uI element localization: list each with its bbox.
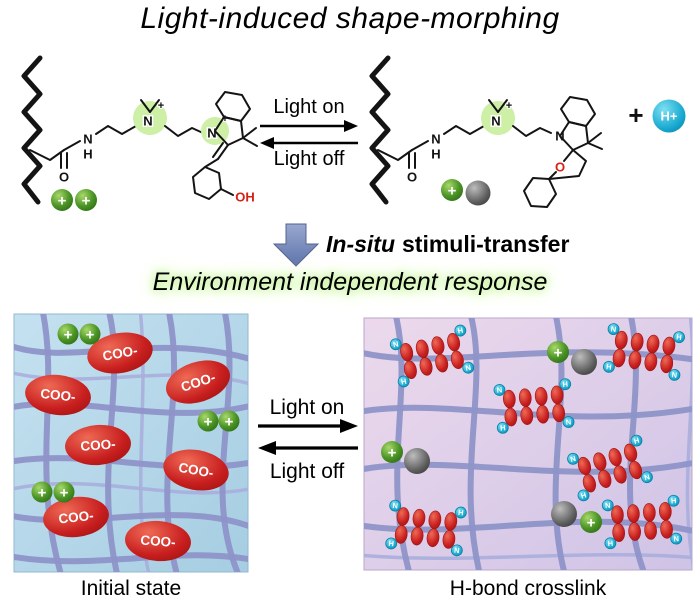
charge-pair: + +	[51, 189, 97, 211]
subtitle: Environment independent response	[152, 268, 548, 296]
svg-text:COO-: COO-	[40, 386, 77, 405]
bottom-equilibrium-arrows	[258, 419, 358, 455]
indoline-ring	[214, 116, 244, 146]
polymer-backbone	[369, 55, 391, 205]
quaternary-nitrogen: N	[491, 114, 500, 129]
amide-nitrogen: N	[431, 132, 440, 147]
plus-sign: +	[628, 100, 643, 130]
plus-charge: +	[222, 113, 228, 125]
top-equilibrium-arrows	[260, 120, 358, 149]
top-light-on-label: Light on	[273, 96, 345, 118]
svg-text:COO-: COO-	[58, 508, 95, 527]
svg-text:COO-: COO-	[177, 460, 214, 481]
right-network: + + +	[364, 318, 692, 570]
svg-text:COO-: COO-	[140, 533, 176, 550]
figure-title: Light-induced shape-morphing	[140, 2, 560, 35]
svg-text:+: +	[86, 326, 95, 343]
amide-nitrogen: N	[83, 132, 92, 147]
left-network: COO- COO- COO- COO- COO- COO-	[14, 314, 248, 572]
amide-hydrogen: H	[83, 147, 92, 162]
quaternary-nitrogen: N	[143, 114, 152, 129]
svg-text:+: +	[388, 444, 397, 461]
gray-sphere	[404, 448, 430, 474]
phenol-hydroxyl: OH	[235, 190, 255, 205]
top-light-off-label: Light off	[273, 148, 345, 170]
coo-blob: COO-	[87, 332, 153, 374]
svg-text:+: +	[58, 192, 67, 209]
svg-text:+: +	[82, 192, 91, 209]
coo-blob: COO-	[25, 374, 91, 416]
carbonyl-oxygen: O	[407, 170, 417, 185]
charge-pair: + +	[197, 410, 240, 432]
svg-text:+: +	[60, 484, 69, 501]
polymer-backbone	[21, 55, 43, 205]
svg-text:+: +	[38, 484, 47, 501]
benzene-ring	[215, 91, 251, 122]
ion-pair: +	[381, 441, 430, 474]
gray-sphere	[571, 349, 597, 375]
hbond-crosslink-label: H-bond crosslink	[449, 577, 607, 600]
phenol-ring	[192, 166, 222, 200]
transfer-down-arrow	[272, 223, 320, 267]
plus-charge: +	[158, 100, 164, 112]
bottom-light-on-label: Light on	[269, 396, 345, 419]
benzene-ring	[560, 96, 596, 127]
proton-label: H+	[661, 109, 678, 124]
in-situ-text: In-situ	[326, 231, 395, 257]
stimuli-transfer-label: In-situ stimuli-transfer	[326, 231, 569, 258]
svg-text:COO-: COO-	[80, 437, 116, 454]
ion-pair: +	[551, 501, 602, 533]
coo-blob: COO-	[65, 424, 131, 466]
green-highlight-circle	[481, 101, 515, 135]
bottom-light-off-label: Light off	[269, 460, 345, 483]
chromene-benzene-ring	[523, 177, 557, 208]
amide-hydrogen: H	[431, 147, 440, 162]
coo-blob: COO-	[43, 496, 109, 538]
plus-charge: +	[506, 100, 512, 112]
charge-pair: + +	[57, 323, 101, 345]
gray-sphere	[551, 501, 577, 527]
ion-pair: +	[547, 341, 597, 375]
charge-pair: + +	[31, 481, 75, 503]
svg-text:COO-: COO-	[101, 343, 138, 364]
right-molecule: O N H N + N O +	[369, 55, 603, 208]
indolium-nitrogen: N	[207, 126, 216, 141]
transfer-text: stimuli-transfer	[402, 231, 570, 257]
green-counterion	[51, 189, 73, 211]
coo-blob: COO-	[125, 520, 191, 562]
initial-state-label: Initial state	[80, 577, 182, 600]
svg-text:+: +	[554, 344, 563, 361]
green-counterion	[441, 179, 463, 201]
green-highlight-circle	[133, 101, 167, 135]
svg-text:+: +	[448, 182, 457, 199]
svg-text:+: +	[587, 514, 596, 531]
indoline-ring	[559, 121, 589, 151]
carbonyl-oxygen: O	[59, 170, 69, 185]
coo-blob: COO-	[166, 360, 230, 404]
gray-sphere	[465, 180, 491, 206]
svg-text:+: +	[64, 326, 73, 343]
svg-text:+: +	[225, 413, 234, 430]
coo-blob: COO-	[163, 449, 229, 491]
left-molecule: O N H N + N + OH	[21, 55, 258, 211]
svg-text:+: +	[204, 413, 213, 430]
green-counterion	[75, 189, 97, 211]
proton-sphere	[652, 99, 686, 133]
